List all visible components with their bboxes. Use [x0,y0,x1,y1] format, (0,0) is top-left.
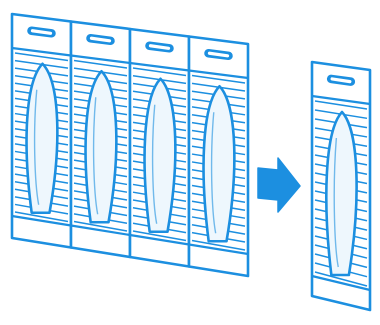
product-silhouette-icon [27,64,58,213]
strip-card-1 [12,14,71,248]
arrow-shape [258,158,300,212]
product-silhouette-icon [86,71,117,222]
strip-card-4 [189,37,248,277]
product-silhouette-icon [145,79,176,232]
arrow-right-icon [258,158,300,212]
product-silhouette-icon [326,112,356,275]
card-strip [12,14,248,276]
single-hang-card [312,62,370,310]
strip-card-3 [130,29,189,267]
product-silhouette-icon [204,86,235,241]
single-card [312,62,370,310]
strip-card-2 [71,22,130,258]
